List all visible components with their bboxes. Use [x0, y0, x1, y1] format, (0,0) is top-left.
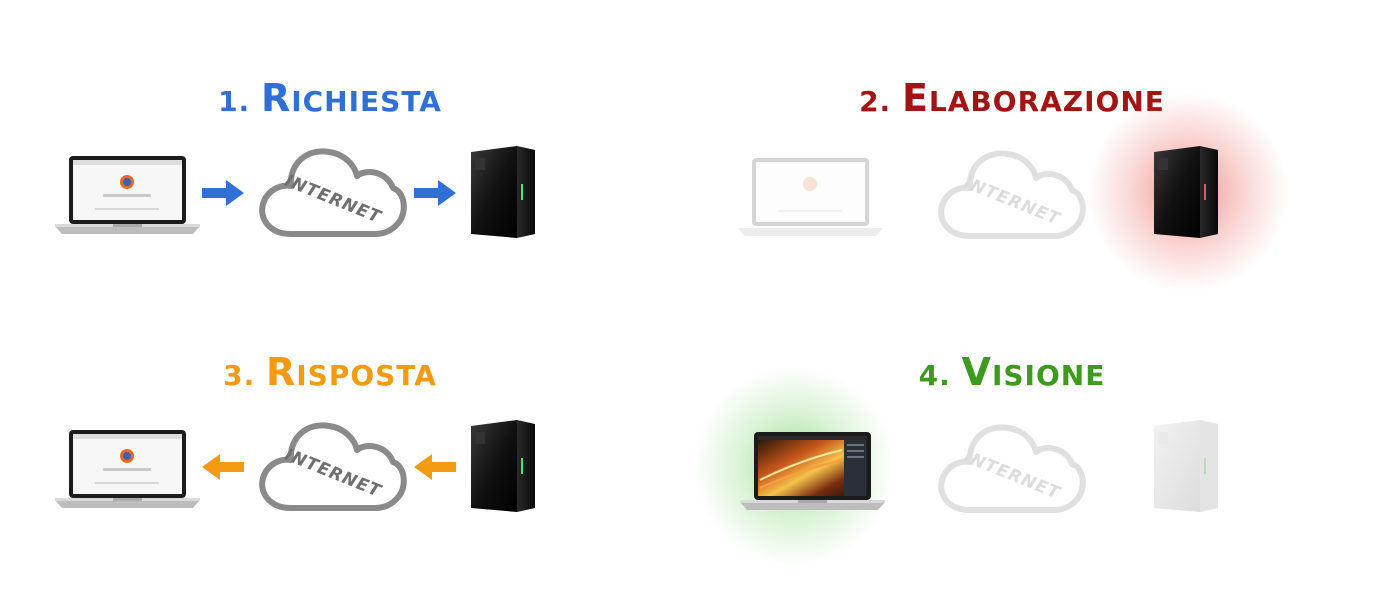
- step-4-flow: INTERNET: [694, 366, 1312, 566]
- step-1-number: 1.: [218, 85, 251, 118]
- arrow-right-icon: [414, 180, 456, 206]
- cloud-icon: INTERNET: [938, 150, 1086, 239]
- step-2-panel: 2. ELABORAZIONE INTERNET: [712, 76, 1312, 316]
- step-2-flow: INTERNET: [712, 92, 1312, 292]
- step-3-number: 3.: [223, 359, 256, 392]
- step-2-number: 2.: [859, 85, 892, 118]
- laptop-icon: [55, 156, 200, 234]
- step-4-panel: 4. VISIONE INTERNET: [694, 350, 1312, 590]
- step-4-initial: V: [961, 350, 992, 394]
- arrow-left-icon: [414, 454, 456, 480]
- laptop-icon: [738, 158, 883, 236]
- cloud-icon: INTERNET: [259, 422, 407, 511]
- step-1-title: 1. RICHIESTA: [30, 76, 630, 120]
- step-3-panel: 3. RISPOSTA INTERNET: [30, 350, 630, 590]
- step-1-flow: INTERNET: [30, 136, 630, 276]
- server-icon: [1154, 420, 1218, 512]
- server-icon: [1154, 146, 1218, 238]
- step-1-initial: R: [260, 76, 292, 120]
- step-4-rest: ISIONE: [991, 359, 1106, 392]
- step-4-number: 4.: [918, 359, 951, 392]
- cloud-icon: INTERNET: [938, 424, 1086, 513]
- laptop-icon: [55, 430, 200, 508]
- step-2-rest: LABORAZIONE: [928, 85, 1165, 118]
- step-3-initial: R: [265, 350, 297, 394]
- server-icon: [471, 420, 535, 512]
- step-2-initial: E: [901, 76, 929, 120]
- step-2-title: 2. ELABORAZIONE: [712, 76, 1312, 120]
- step-4-title: 4. VISIONE: [712, 350, 1312, 394]
- arrow-right-icon: [202, 180, 244, 206]
- step-3-title: 3. RISPOSTA: [30, 350, 630, 394]
- laptop-icon: [740, 432, 885, 510]
- step-3-rest: ISPOSTA: [296, 359, 437, 392]
- step-1-rest: ICHIESTA: [291, 85, 442, 118]
- step-3-flow: INTERNET: [30, 410, 630, 550]
- cloud-icon: INTERNET: [259, 148, 407, 237]
- arrow-left-icon: [202, 454, 244, 480]
- server-icon: [471, 146, 535, 238]
- step-1-panel: 1. RICHIESTA INTERNET: [30, 76, 630, 316]
